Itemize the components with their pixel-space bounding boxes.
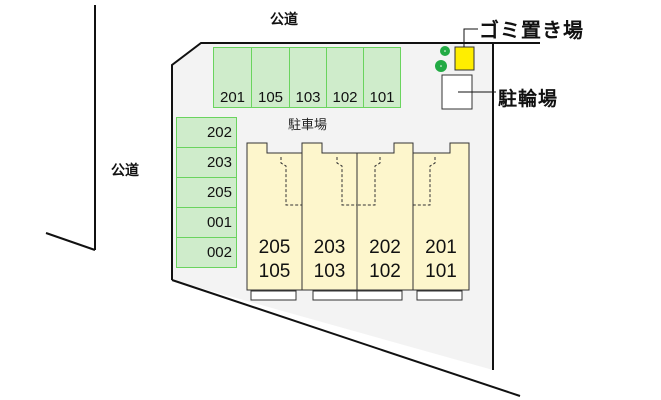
parking-space: 205 [176, 177, 237, 208]
unit-number-lower: 105 [258, 261, 291, 282]
unit-number-upper: 203 [313, 237, 346, 258]
building-units: 202 102 [357, 236, 413, 284]
unit-number-upper: 201 [425, 237, 457, 258]
unit-number-lower: 101 [425, 261, 457, 282]
bicycle-parking-label: 駐輪場 [498, 88, 559, 110]
apartment-buildings [246, 142, 470, 301]
unit-number-upper: 202 [369, 237, 401, 258]
building-units: 203 103 [302, 236, 357, 284]
unit-number-upper: 205 [258, 237, 291, 258]
garbage-label: ゴミ置き場 [479, 18, 584, 42]
unit-number-lower: 103 [313, 261, 346, 282]
garbage-area [454, 46, 475, 71]
unit-number-lower: 102 [369, 261, 401, 282]
building-units: 205 105 [247, 236, 302, 284]
parking-lot-label: 駐車場 [288, 118, 328, 133]
parking-space: 202 [176, 117, 237, 148]
road-label-left: 公道 [111, 163, 139, 179]
parking-space: 203 [176, 147, 237, 178]
parking-space: 201 [213, 47, 252, 108]
parking-space: 103 [289, 47, 327, 108]
building-units: 201 101 [413, 236, 469, 284]
parking-space: 105 [251, 47, 290, 108]
parking-space: 102 [326, 47, 364, 108]
parking-space: 002 [176, 237, 237, 268]
parking-space: 101 [363, 47, 401, 108]
parking-space: 001 [176, 207, 237, 238]
road-label-top: 公道 [270, 12, 298, 28]
